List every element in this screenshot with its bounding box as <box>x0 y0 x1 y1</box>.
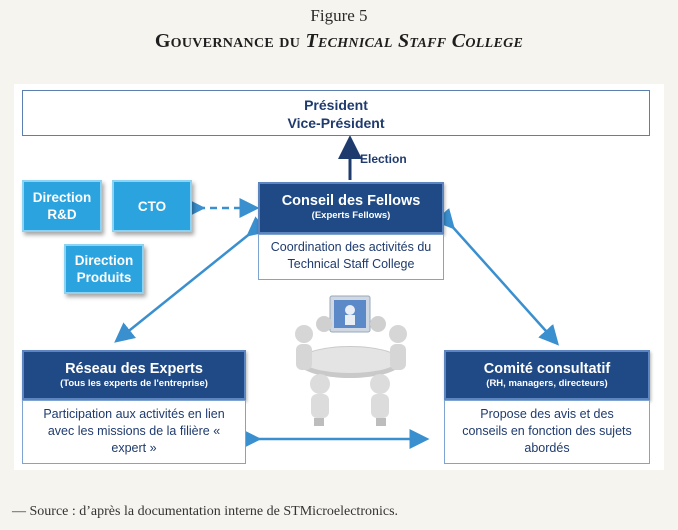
conseil-reseau-arrow <box>114 216 269 343</box>
direction-produits-box: Direction Produits <box>64 244 144 294</box>
election-label: Election <box>360 152 407 166</box>
comite-consultatif-body: Propose des avis et des conseils en fonc… <box>444 400 650 464</box>
comite-subtitle: (RH, managers, directeurs) <box>486 378 608 389</box>
cto-box: CTO <box>112 180 192 232</box>
president-label: Président <box>304 97 368 113</box>
direction-rd-box: Direction R&D <box>22 180 102 232</box>
conseil-fellows-body: Coordination des activités du Technical … <box>258 234 444 280</box>
vice-president-label: Vice-Président <box>287 115 385 131</box>
figure-title-part1: Gouvernance du <box>154 30 306 52</box>
conseil-subtitle: (Experts Fellows) <box>311 210 391 221</box>
diagram-arrows <box>114 135 560 449</box>
meeting-illustration-icon <box>295 295 407 426</box>
figure-title: Gouvernance du Technical Staff College <box>0 30 678 53</box>
governance-diagram: Président Vice-Président Election Direct… <box>14 84 664 470</box>
reseau-subtitle: (Tous les experts de l'entreprise) <box>60 378 208 389</box>
reseau-experts-header: Réseau des Experts (Tous les experts de … <box>22 350 246 400</box>
conseil-title: Conseil des Fellows <box>281 193 421 209</box>
reseau-title: Réseau des Experts <box>65 361 203 377</box>
figure-number: Figure 5 <box>310 6 368 25</box>
conseil-comite-arrow <box>434 208 560 346</box>
comite-consultatif-header: Comité consultatif (RH, managers, direct… <box>444 350 650 400</box>
source-note: — Source : d’après la documentation inte… <box>12 504 399 519</box>
reseau-experts-body: Participation aux activités en lien avec… <box>22 400 246 464</box>
president-box: Président Vice-Président <box>22 90 650 136</box>
conseil-fellows-header: Conseil des Fellows (Experts Fellows) <box>258 182 444 234</box>
figure-title-part2: Technical Staff College <box>305 30 524 52</box>
comite-title: Comité consultatif <box>483 361 611 377</box>
